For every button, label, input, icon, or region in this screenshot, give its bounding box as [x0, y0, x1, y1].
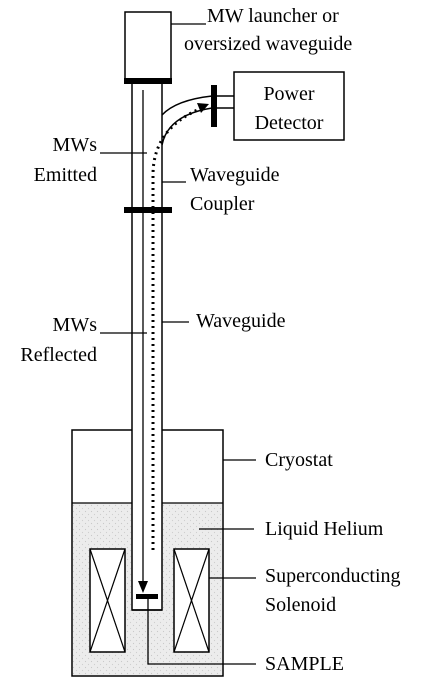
mws-emitted-label-line1: MWs — [53, 134, 98, 156]
solenoid-coil-left — [89, 548, 126, 653]
mw-launcher-box — [124, 11, 172, 81]
leader-lines — [100, 23, 256, 665]
launcher-label-line2: oversized waveguide — [184, 33, 352, 55]
waveguide-tube — [131, 79, 163, 611]
waveguide-coupler-label-line1: Waveguide — [190, 164, 280, 186]
cryostat-label: Cryostat — [265, 449, 333, 471]
emitted-arrow-head — [138, 581, 148, 593]
waveguide-coupler-label-line2: Coupler — [190, 193, 255, 215]
power-detector-box — [233, 71, 345, 141]
power-detector-label-line1: Power — [263, 83, 314, 105]
solenoid-coil-right — [173, 548, 210, 653]
launcher-label-line1: MW launcher or — [207, 5, 339, 27]
mws-reflected-label-line2: Reflected — [20, 344, 97, 366]
coupler-flange — [124, 207, 172, 213]
waveguide-coupler-arm — [161, 85, 234, 146]
coupler-arrow-head — [197, 103, 209, 113]
waveguide-label: Waveguide — [196, 310, 286, 332]
mws-emitted-label-line2: Emitted — [34, 164, 97, 186]
solenoid-label-line2: Solenoid — [265, 594, 336, 616]
launcher-flange — [124, 78, 172, 84]
mws-reflected-label-line1: MWs — [53, 314, 98, 336]
power-detector-label-line2: Detector — [255, 112, 324, 134]
solenoid-label-line1: Superconducting — [265, 565, 401, 587]
liquid-helium-label: Liquid Helium — [265, 518, 384, 540]
reflected-mw-path — [151, 106, 203, 550]
sample-label: SAMPLE — [265, 653, 344, 675]
sample-holder — [136, 594, 158, 599]
